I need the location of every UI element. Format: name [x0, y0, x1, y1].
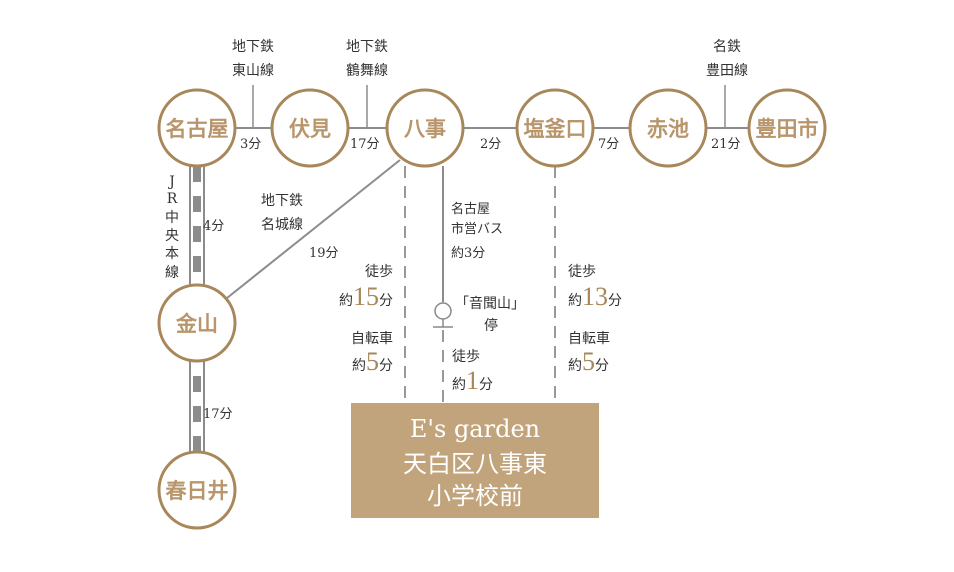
access-mode: 自転車 — [351, 330, 393, 347]
access-time: 約5分 — [568, 347, 609, 376]
station-nagoya — [157, 88, 237, 168]
line-label: 名城線 — [261, 217, 303, 233]
jr-label-char: 本 — [165, 246, 179, 262]
bus-stop-name: 「音聞山」 — [455, 295, 525, 312]
station-yagoto — [385, 88, 465, 168]
travel-time: 3分 — [240, 137, 261, 152]
access-mode: 徒歩 — [452, 349, 480, 365]
access-time: 約5分 — [352, 347, 393, 376]
station-shiogamaguchi — [515, 88, 595, 168]
jr-label-char: R — [167, 191, 178, 207]
line-label: 地下鉄 — [346, 39, 388, 55]
line-label: 豊田線 — [706, 63, 748, 79]
travel-time: 7分 — [598, 137, 619, 152]
destination-name: E's garden — [410, 415, 540, 443]
line-label: 地下鉄 — [232, 39, 274, 55]
bus-label: 名古屋 — [451, 201, 490, 217]
meijo-line — [226, 159, 401, 299]
station-fushimi — [270, 88, 350, 168]
jr-label-char: 中 — [165, 210, 179, 226]
station-label: 赤池 — [647, 116, 689, 141]
jr-label-char: J — [167, 174, 175, 190]
destination-box — [351, 403, 599, 518]
line-label: 地下鉄 — [261, 193, 303, 209]
destination-area: 小学校前 — [427, 482, 523, 510]
access-time: 約15分 — [339, 282, 393, 311]
travel-time: 17分 — [350, 137, 380, 152]
travel-time: 21分 — [711, 137, 741, 152]
bus-label: 市営バス — [451, 221, 503, 237]
destination-area: 天白区八事東 — [403, 450, 547, 478]
station-label: 塩釜口 — [524, 116, 587, 141]
jr-label-char: 線 — [165, 265, 179, 281]
station-label: 春日井 — [166, 478, 229, 503]
access-mode: 徒歩 — [568, 264, 596, 280]
station-label: 八事 — [404, 116, 446, 141]
bus-stop-suffix: 停 — [484, 317, 498, 334]
station-label: 金山 — [175, 311, 218, 336]
line-label: 名鉄 — [713, 39, 741, 55]
station-label: 豊田市 — [756, 116, 819, 141]
station-label: 伏見 — [289, 116, 331, 141]
station-kanayama — [157, 283, 237, 363]
travel-time: 2分 — [480, 137, 501, 152]
station-label: 名古屋 — [166, 116, 229, 141]
station-toyotashi — [747, 88, 827, 168]
bus-time: 約3分 — [451, 246, 485, 261]
travel-time: 17分 — [203, 407, 233, 422]
travel-time: 19分 — [309, 246, 339, 261]
access-mode: 自転車 — [568, 330, 610, 347]
bus-stop-icon — [433, 302, 453, 328]
line-label: 東山線 — [232, 63, 274, 79]
travel-time: 4分 — [203, 219, 224, 234]
station-kasugai — [157, 450, 237, 530]
access-time: 約1分 — [452, 366, 493, 395]
jr-label-char: 央 — [165, 228, 179, 244]
station-akaike — [628, 88, 708, 168]
line-label: 鶴舞線 — [346, 62, 388, 79]
access-mode: 徒歩 — [365, 264, 393, 280]
access-time: 約13分 — [568, 282, 622, 311]
